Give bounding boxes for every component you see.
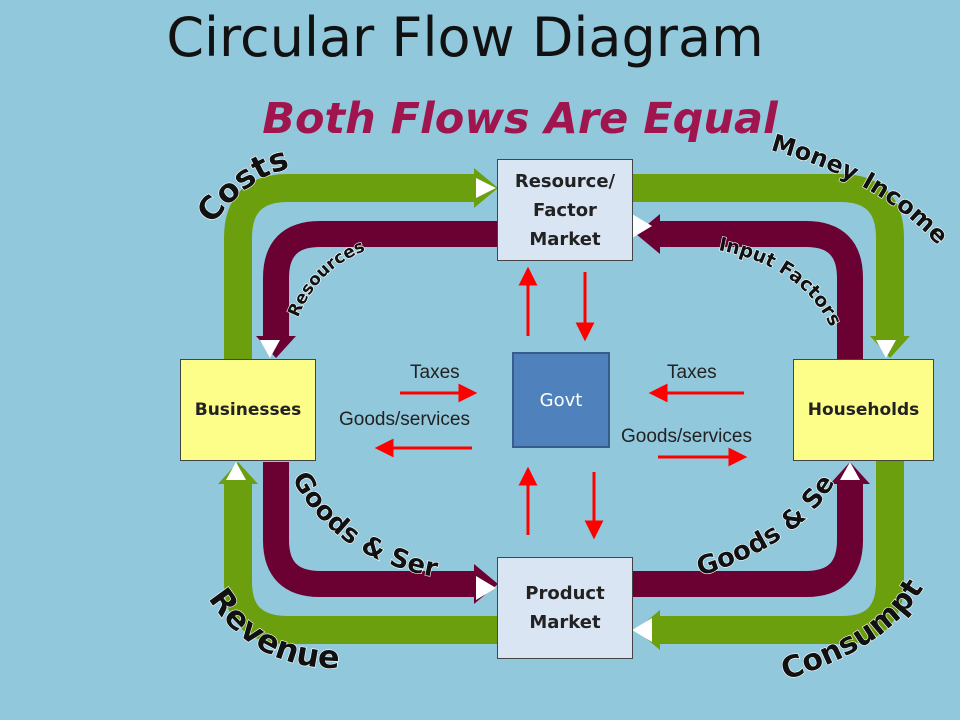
taxes-right-label: Taxes [667,362,717,383]
entry-markers [226,178,896,642]
flow-resources-arrow [263,221,497,338]
taxes-left-label: Taxes [410,362,460,383]
goods-services-left-label: Goods/services [339,409,470,430]
households-box: Households [793,359,934,461]
flow-input-factors-arrow [656,221,863,360]
flow-goods-left-arrow [263,462,476,597]
businesses-box: Businesses [180,359,316,461]
label-goods-services-right: Goods & Services [0,0,842,583]
flow-revenue-arrow [224,480,497,644]
government-box: Govt [512,352,610,448]
label-goods-services-left: Goods & Services [0,0,440,584]
goods-services-right-label: Goods/services [621,426,752,447]
govt-arrows [374,266,748,540]
diagram-subtitle: Both Flows Are Equal [262,94,778,144]
product-market-box: Product Market [497,557,633,659]
flow-consumption-arrow [656,460,904,644]
diagram-title: Circular Flow Diagram [166,6,764,69]
flow-money-income-arrow [632,174,904,340]
flow-goods-right-arrow [632,484,863,597]
resource-factor-market-box: Resource/ Factor Market [497,159,633,261]
flow-input-factors-head [636,214,660,254]
flow-costs-arrow [224,174,478,362]
